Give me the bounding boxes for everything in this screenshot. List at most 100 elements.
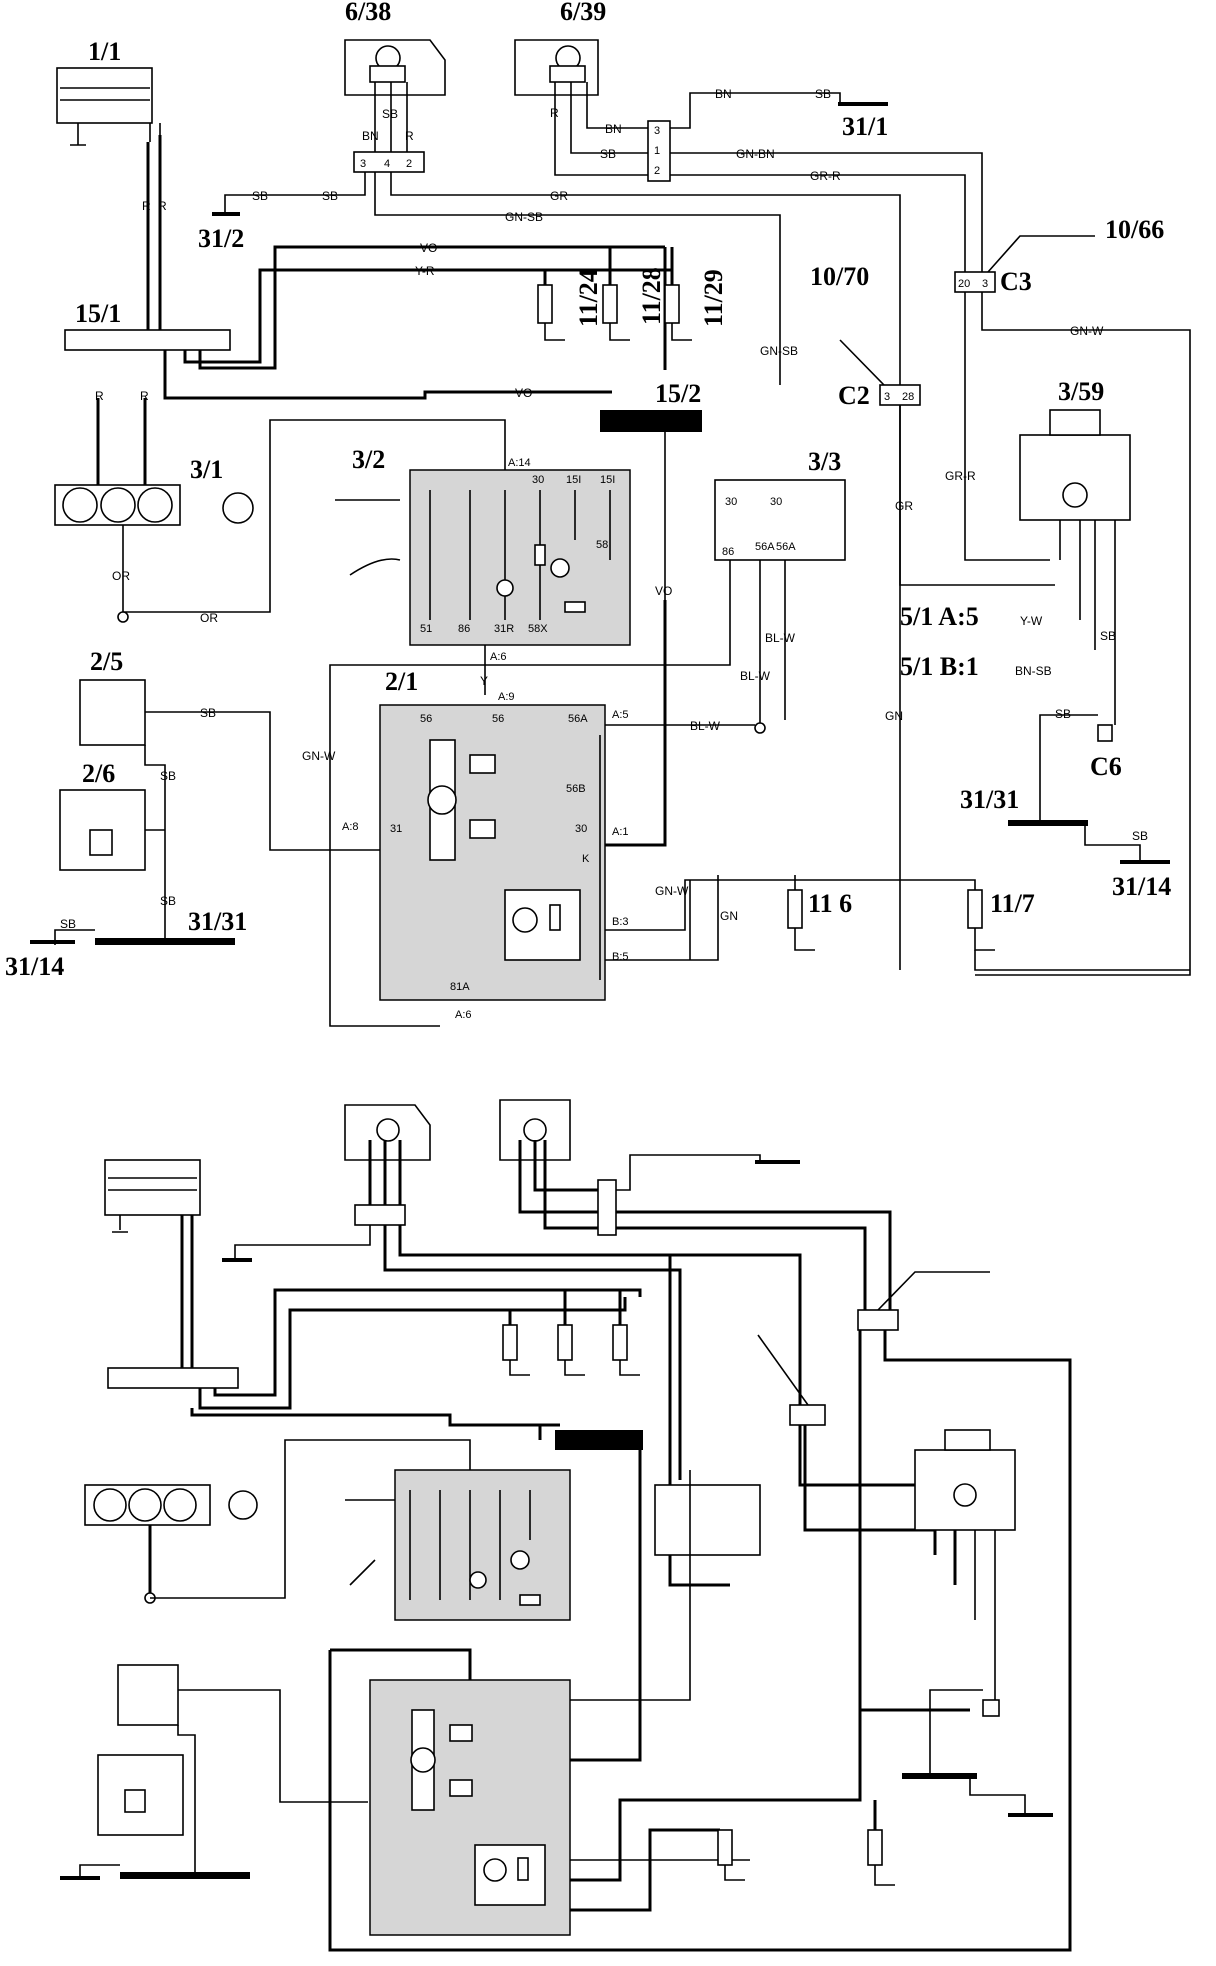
label-3-3: 3/3 <box>808 447 841 476</box>
label-10-66: 10/66 <box>1105 215 1164 244</box>
svg-text:B:3: B:3 <box>612 916 629 928</box>
svg-text:BL-W: BL-W <box>740 669 771 683</box>
label-10-70: 10/70 <box>810 262 869 291</box>
svg-text:30: 30 <box>770 496 782 508</box>
lamp-3-59: 3/59 <box>1019 377 1131 521</box>
svg-text:1: 1 <box>654 145 660 157</box>
light-cluster-3-1: 3/1 <box>54 455 254 526</box>
svg-text:4: 4 <box>384 158 390 170</box>
svg-text:11/29: 11/29 <box>699 269 728 327</box>
svg-text:30: 30 <box>575 823 587 835</box>
svg-text:56: 56 <box>420 713 432 725</box>
svg-text:86: 86 <box>458 623 470 635</box>
relay-3-3: 3/3 30 30 86 56A 56A <box>714 447 846 561</box>
ground-31-31-left <box>95 938 235 945</box>
svg-text:BN: BN <box>715 87 732 101</box>
svg-text:BL-W: BL-W <box>690 719 721 733</box>
svg-text:SB: SB <box>1100 629 1116 643</box>
bottom-diagram <box>60 1099 1072 1952</box>
svg-text:A:14: A:14 <box>508 457 531 469</box>
connector-c6 <box>1097 724 1113 742</box>
label-31-2: 31/2 <box>198 224 244 253</box>
label-31-31-right: 31/31 <box>960 785 1019 814</box>
svg-text:K: K <box>582 853 590 865</box>
svg-text:SB: SB <box>1132 829 1148 843</box>
top-diagram: 1/1 6/38 6/39 3 4 2 BN SB R SB SB 31/2 <box>5 0 1191 1027</box>
svg-text:BN: BN <box>362 129 379 143</box>
label-3-59: 3/59 <box>1058 377 1104 406</box>
svg-text:R: R <box>95 389 104 403</box>
svg-text:58: 58 <box>596 539 608 551</box>
fuse-11-6 <box>787 889 803 929</box>
battery-1-1: 1/1 <box>56 37 161 146</box>
svg-text:GN-W: GN-W <box>1070 324 1104 338</box>
svg-text:SB: SB <box>382 107 398 121</box>
svg-text:GR-R: GR-R <box>810 169 841 183</box>
control-module-2-1: 2/1 A:9 56 56 56A 56B 30 K 31 81A A:5 A:… <box>342 667 629 1021</box>
bus-15-2 <box>600 410 702 432</box>
svg-text:SB: SB <box>160 894 176 908</box>
label-31-31-left: 31/31 <box>188 907 247 936</box>
fuses-11-24-28-29: 11/24 11/28 11/29 <box>537 267 728 341</box>
svg-text:15I: 15I <box>566 474 581 486</box>
svg-text:SB: SB <box>60 917 76 931</box>
connector-6-39 <box>647 120 671 182</box>
label-5-1-b1: 5/1 B:1 <box>900 652 979 681</box>
svg-text:Y-R: Y-R <box>415 264 435 278</box>
svg-text:30: 30 <box>532 474 544 486</box>
label-1-1: 1/1 <box>88 37 121 66</box>
svg-text:R: R <box>142 199 151 213</box>
svg-text:86: 86 <box>722 546 734 558</box>
svg-text:SB: SB <box>815 87 831 101</box>
svg-text:3: 3 <box>360 158 366 170</box>
svg-text:BN-SB: BN-SB <box>1015 664 1052 678</box>
svg-text:SB: SB <box>1055 707 1071 721</box>
svg-text:VO: VO <box>655 584 672 598</box>
svg-text:Y: Y <box>480 674 488 688</box>
fuse-11-7 <box>967 889 983 929</box>
label-c2: C2 <box>838 381 870 410</box>
svg-text:GN: GN <box>720 909 738 923</box>
svg-text:51: 51 <box>420 623 432 635</box>
connector-c3 <box>954 271 996 293</box>
label-6-39: 6/39 <box>560 0 606 26</box>
svg-text:20: 20 <box>958 278 970 290</box>
svg-text:OR: OR <box>112 569 130 583</box>
label-31-14-left: 31/14 <box>5 952 64 981</box>
svg-text:56A: 56A <box>755 541 775 553</box>
svg-text:SB: SB <box>160 769 176 783</box>
label-3-2: 3/2 <box>352 445 385 474</box>
label-31-14-right: 31/14 <box>1112 872 1171 901</box>
svg-text:3: 3 <box>884 391 890 403</box>
svg-text:A:6: A:6 <box>455 1009 472 1021</box>
svg-text:GN-SB: GN-SB <box>505 210 543 224</box>
svg-text:Y-W: Y-W <box>1020 614 1043 628</box>
svg-text:GR: GR <box>550 189 568 203</box>
svg-text:VO: VO <box>420 241 437 255</box>
svg-text:11/7: 11/7 <box>990 889 1035 918</box>
svg-text:R: R <box>158 199 167 213</box>
svg-text:GR: GR <box>895 499 913 513</box>
label-5-1-a5: 5/1 A:5 <box>900 602 979 631</box>
svg-text:A:1: A:1 <box>612 826 629 838</box>
svg-text:31: 31 <box>390 823 402 835</box>
fuse-bar-15-1 <box>64 329 231 351</box>
svg-text:A:6: A:6 <box>490 651 507 663</box>
label-2-5: 2/5 <box>90 647 123 676</box>
label-c6: C6 <box>1090 752 1122 781</box>
svg-text:58X: 58X <box>528 623 548 635</box>
svg-text:GN-SB: GN-SB <box>760 344 798 358</box>
svg-text:15I: 15I <box>600 474 615 486</box>
svg-text:SB: SB <box>322 189 338 203</box>
label-3-1: 3/1 <box>190 455 223 484</box>
svg-text:A:9: A:9 <box>498 691 515 703</box>
svg-text:GN-W: GN-W <box>655 884 689 898</box>
svg-text:56A: 56A <box>776 541 796 553</box>
svg-text:VO: VO <box>515 386 532 400</box>
svg-text:SB: SB <box>600 147 616 161</box>
svg-text:BL-W: BL-W <box>765 631 796 645</box>
svg-text:3: 3 <box>654 125 660 137</box>
label-c3: C3 <box>1000 267 1032 296</box>
label-15-1: 15/1 <box>75 299 121 328</box>
